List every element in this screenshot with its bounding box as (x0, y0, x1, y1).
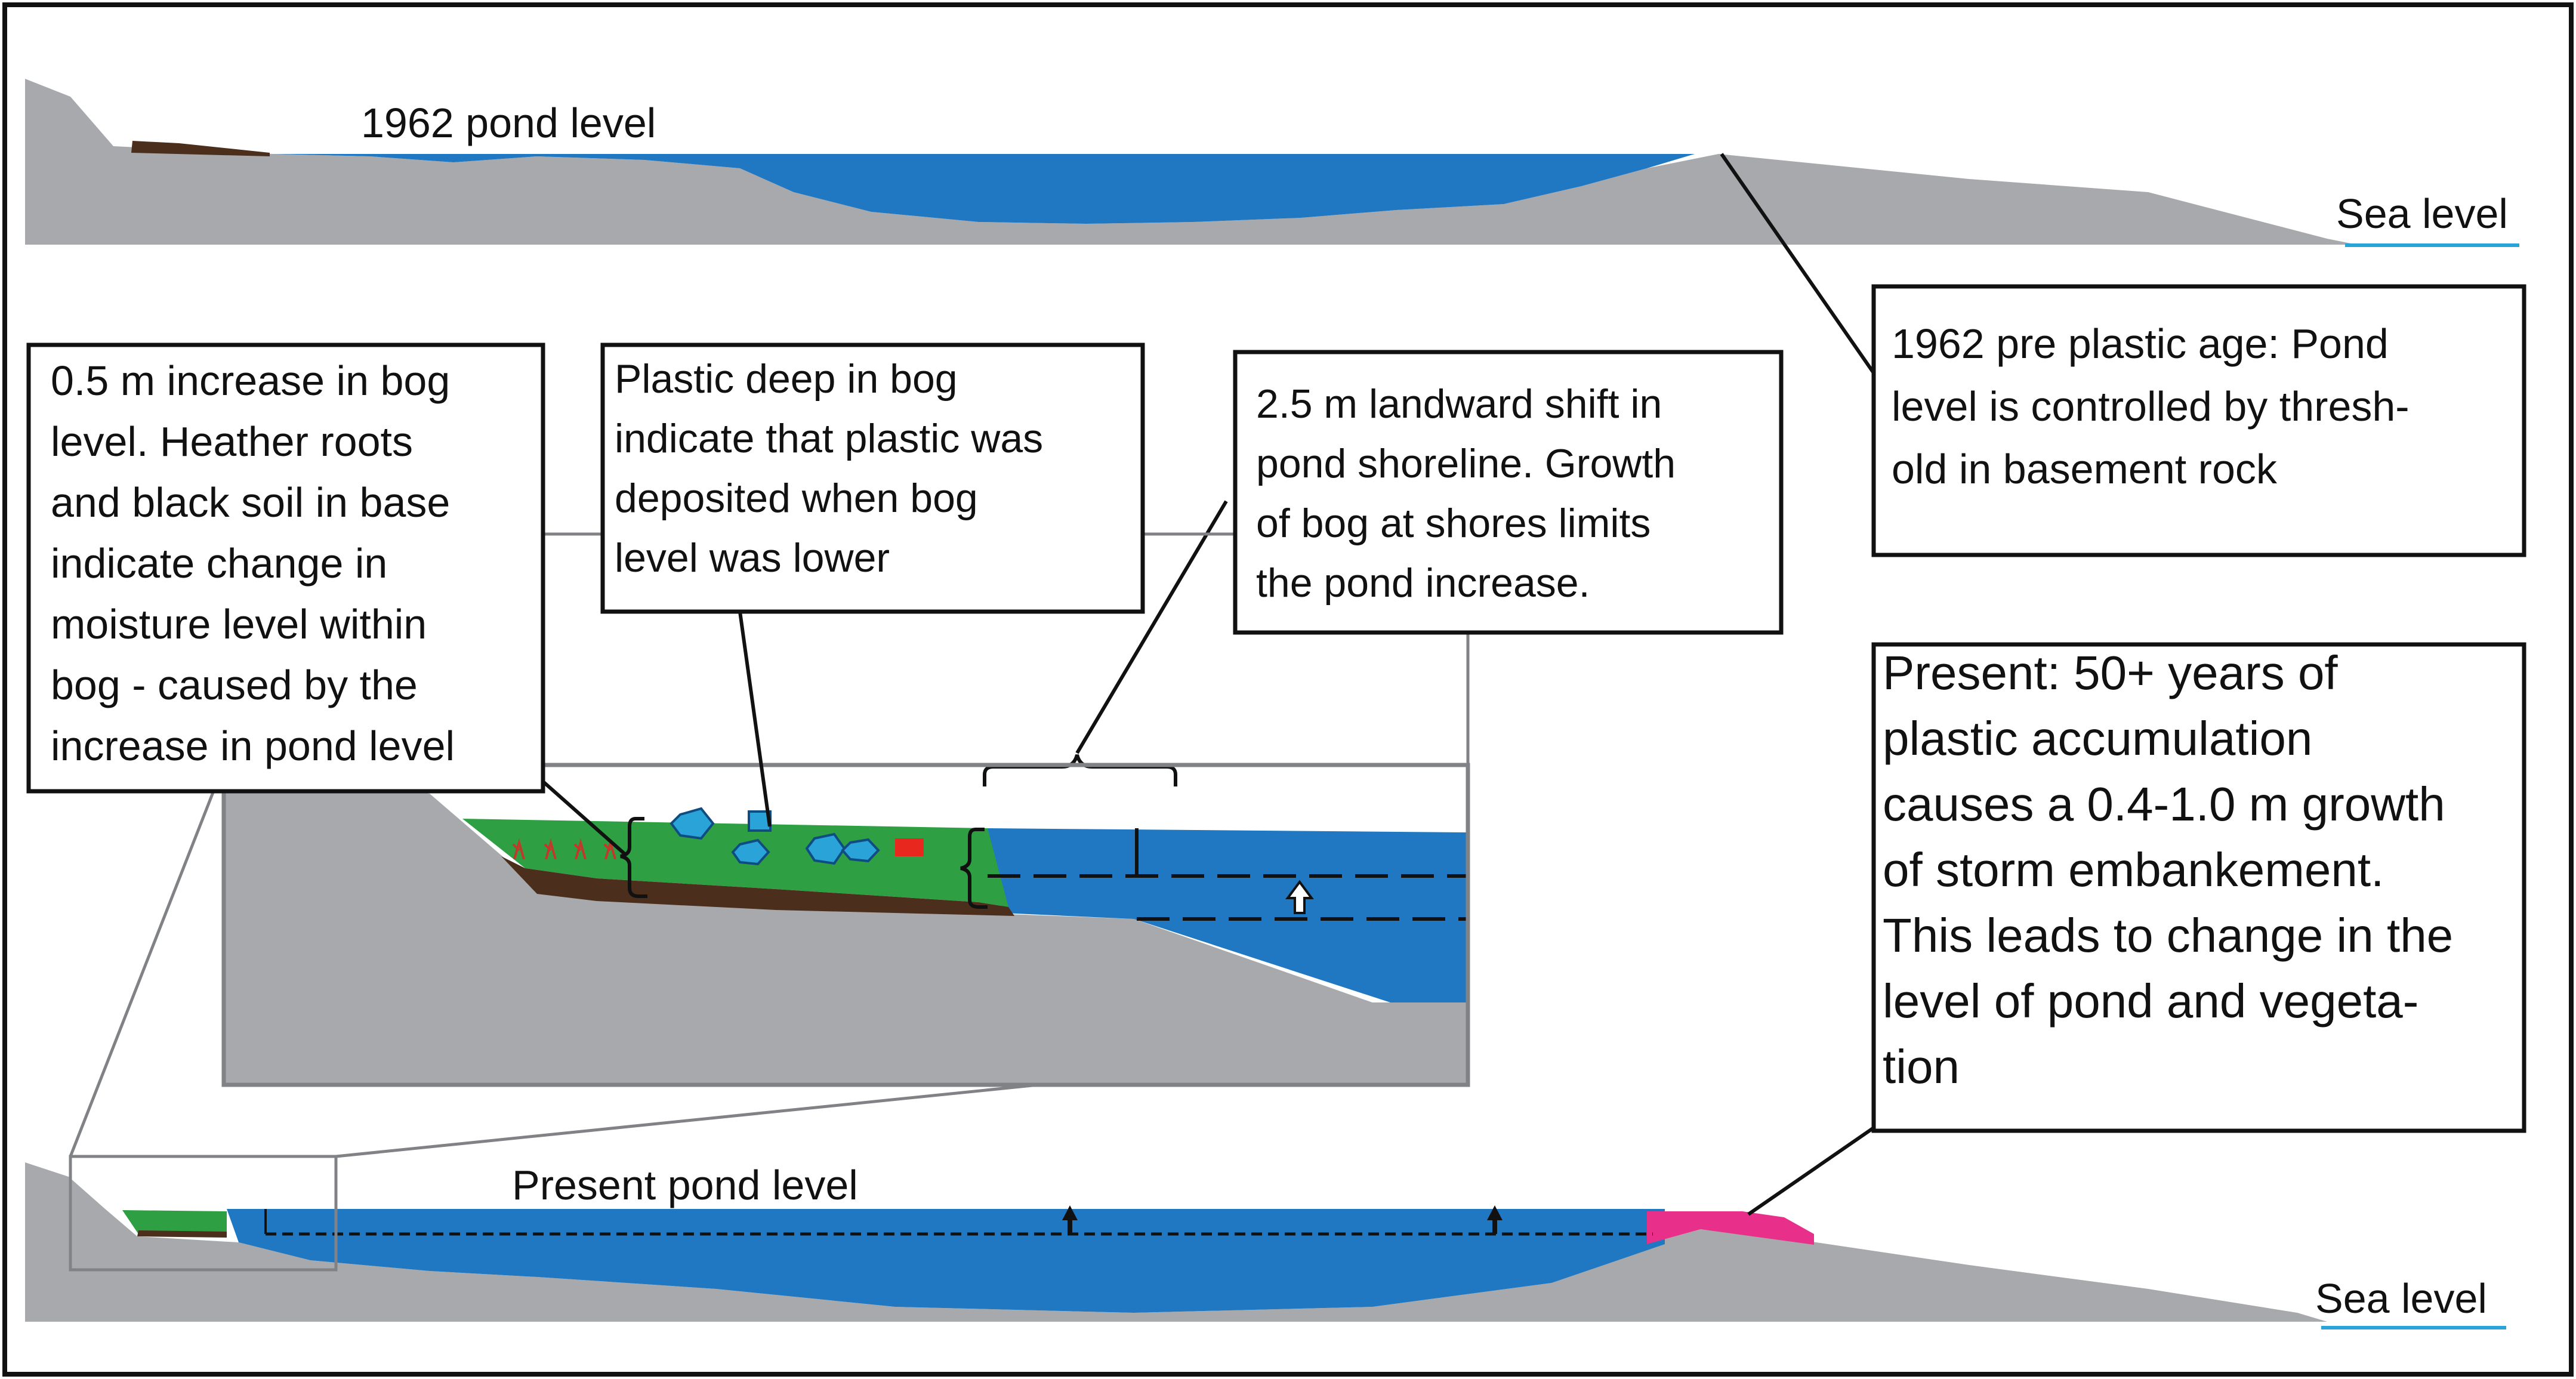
sea-level-label-bottom: Sea level (2315, 1275, 2487, 1322)
plastic-red-icon (895, 838, 924, 856)
plastic-hexagon-icon (731, 838, 770, 866)
callout-shoreline-shift: 2.5 m landward shift in pond shoreline. G… (1233, 350, 1784, 635)
shoreline-bracket (983, 754, 1177, 786)
callout-line: 0.5 m increase in bog (51, 357, 450, 404)
up-arrow-icon (1487, 1205, 1503, 1234)
callout-line: level was lower (615, 535, 890, 581)
callout-present: Present: 50+ years of plastic accumulatio… (1871, 642, 2526, 1133)
callout-line: bog - caused by the (51, 662, 418, 708)
callout-line: causes a 0.4-1.0 m growth (1883, 778, 2445, 831)
soil-present (137, 1230, 227, 1238)
soil-1962 (131, 141, 270, 156)
callout-line: pond shoreline. Growth (1256, 441, 1676, 486)
inset-bog (462, 819, 1008, 907)
callout-line: level. Heather roots (51, 418, 413, 465)
callout-line: tion (1883, 1040, 1960, 1093)
callout-line: moisture level within (51, 601, 427, 647)
pond-1962 (273, 154, 1695, 224)
rock-present (25, 1162, 2327, 1322)
bog-bracket-right (960, 828, 988, 909)
callout-pre-plastic: 1962 pre plastic age: Pond level is contr… (1871, 284, 2526, 557)
leader-present (1747, 1126, 1875, 1216)
callout-line: increase in pond level (51, 723, 455, 769)
plastic-hexagon-icon (841, 838, 880, 863)
leader-pre-plastic (1720, 153, 1875, 374)
callout-line: deposited when bog (615, 476, 978, 521)
leader-plastic-deep (738, 611, 772, 827)
inset-soil (501, 856, 1014, 916)
callout-line: indicate that plastic was (615, 416, 1043, 461)
inset-border (221, 763, 1470, 1087)
callout-line: Present: 50+ years of (1883, 646, 2338, 699)
callout-bog-increase: 0.5 m increase in bog level. Heather root… (26, 343, 545, 794)
panel-1962: 1962 pond level Sea level (25, 79, 2519, 247)
callout-line: This leads to change in the (1883, 909, 2453, 962)
callout-line: plastic accumulation (1883, 712, 2312, 765)
callout-line: 1962 pre plastic age: Pond (1892, 320, 2389, 367)
zoom-connector-right (335, 1083, 1039, 1158)
sea-level-label-top: Sea level (2336, 190, 2508, 237)
zoom-connector-left (69, 764, 226, 1157)
inset-pond (988, 828, 1468, 1002)
up-arrow-icon (1062, 1205, 1078, 1234)
callout-line: 2.5 m landward shift in (1256, 381, 1662, 427)
rock-1962 (25, 79, 2357, 245)
plastic-hexagon-icon (805, 832, 846, 865)
up-arrow-icon (1285, 880, 1314, 914)
pond-level-1962-label: 1962 pond level (361, 100, 656, 146)
inset-rock (224, 765, 1468, 1085)
storm-embankment (1647, 1211, 1814, 1245)
callout-line: of bog at shores limits (1256, 501, 1651, 546)
heather-icon (512, 838, 616, 860)
callout-line: level is controlled by thresh- (1892, 383, 2410, 430)
panel-present: Present pond level Sea level (25, 1155, 2506, 1329)
present-pond-level-label: Present pond level (512, 1162, 858, 1208)
leader-shoreline (1075, 500, 1228, 754)
callout-line: of storm embankement. (1883, 843, 2384, 896)
plastic-hexagon-icon (670, 807, 715, 840)
callout-plastic-deep: Plastic deep in bog indicate that plastic… (600, 343, 1145, 614)
inset-zoom (221, 754, 1470, 1087)
callout-line: Plastic deep in bog (615, 356, 958, 402)
callout-line: the pond increase. (1256, 560, 1590, 606)
callout-line: level of pond and vegeta- (1883, 974, 2418, 1028)
callout-line: and black soil in base (51, 479, 450, 526)
bog-present (122, 1210, 227, 1234)
callout-line: old in basement rock (1892, 446, 2278, 492)
callout-line: indicate change in (51, 540, 387, 587)
zoom-source-box (69, 1155, 338, 1272)
bog-bracket-left (620, 817, 647, 898)
